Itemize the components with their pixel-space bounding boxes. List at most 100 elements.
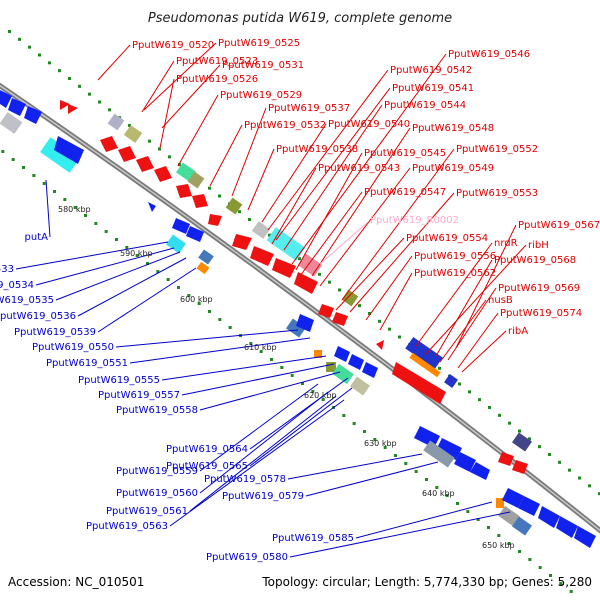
tick-dot bbox=[445, 494, 449, 497]
tick-label: 600 kbp bbox=[180, 295, 213, 304]
reverse-gene-label[interactable]: PputW619_0539 bbox=[14, 327, 96, 338]
reverse-gene-label[interactable]: PputW619_0578 bbox=[204, 474, 286, 485]
reverse-gene-label[interactable]: PputW619_0534 bbox=[0, 280, 34, 291]
tick-dot bbox=[468, 390, 471, 394]
tick-dot bbox=[394, 454, 397, 457]
reverse-gene-label[interactable]: PputW619_0580 bbox=[206, 552, 288, 563]
leader-line bbox=[169, 399, 345, 527]
leader-line bbox=[447, 287, 497, 361]
forward-gene-label[interactable]: PputW619_0520 bbox=[132, 40, 214, 51]
forward-gene-label[interactable]: PputW619_0532 bbox=[244, 120, 326, 131]
rna-gene-label[interactable]: PputW619_R0002 bbox=[370, 215, 459, 226]
leader-line bbox=[439, 299, 487, 363]
forward-gene-label[interactable]: PputW619_0567 bbox=[518, 220, 600, 231]
forward-gene-label[interactable]: PputW619_0529 bbox=[220, 90, 302, 101]
tick-dot bbox=[148, 139, 151, 143]
reverse-gene-label[interactable]: PputW619_0585 bbox=[272, 533, 354, 544]
leader-line bbox=[161, 355, 327, 381]
gene-arrow bbox=[0, 90, 12, 108]
reverse-strand-features bbox=[0, 90, 596, 548]
tick-dot bbox=[135, 254, 139, 257]
forward-gene-label[interactable]: PputW619_0554 bbox=[406, 233, 488, 244]
leader-line bbox=[305, 461, 439, 497]
reverse-gene-label[interactable]: putA bbox=[25, 232, 49, 243]
tick-dot bbox=[342, 414, 346, 417]
reverse-gene-label[interactable]: PputW619_0535 bbox=[0, 295, 54, 306]
reverse-gene-label[interactable]: PputW619_0555 bbox=[78, 375, 160, 386]
reverse-gene-label[interactable]: PputW619_0565 bbox=[166, 461, 248, 472]
gene-arrow bbox=[392, 362, 446, 404]
reverse-gene-label[interactable]: PputW619_0564 bbox=[166, 444, 248, 455]
tick-dot bbox=[32, 174, 36, 177]
reverse-gene-label[interactable]: PputW619_0550 bbox=[32, 342, 114, 353]
forward-gene-label[interactable]: nrdR bbox=[494, 238, 518, 249]
gene-arrow bbox=[8, 98, 26, 116]
forward-gene-label[interactable]: PputW619_0552 bbox=[456, 144, 538, 155]
tick-dot bbox=[301, 382, 304, 385]
gene-arrow bbox=[136, 156, 154, 172]
reverse-gene-label[interactable]: PputW619_0561 bbox=[106, 506, 188, 517]
reverse-gene-label[interactable]: PputW619_0551 bbox=[46, 358, 128, 369]
leader-line bbox=[379, 272, 413, 331]
reverse-gene-label[interactable]: PputW619_0559 bbox=[116, 466, 198, 477]
forward-gene-label[interactable]: PputW619_0538 bbox=[276, 144, 358, 155]
leader-line bbox=[341, 148, 455, 301]
reverse-gene-label[interactable]: PputW619_0558 bbox=[116, 405, 198, 416]
forward-gene-label[interactable]: PputW619_0548 bbox=[412, 123, 494, 134]
gene-arrow bbox=[512, 460, 528, 474]
gene-box bbox=[225, 197, 243, 215]
forward-gene-label[interactable]: PputW619_0545 bbox=[364, 148, 446, 159]
gene-arrow bbox=[208, 214, 222, 226]
forward-gene-label[interactable]: PputW619_0547 bbox=[364, 187, 446, 198]
tick-dot bbox=[488, 406, 491, 409]
gene-arrow bbox=[272, 258, 296, 278]
forward-gene-label[interactable]: PputW619_0569 bbox=[498, 283, 580, 294]
leader-line bbox=[97, 44, 131, 81]
leader-line bbox=[261, 123, 327, 223]
forward-gene-label[interactable]: PputW619_0556 bbox=[414, 251, 496, 262]
forward-gene-label[interactable]: PputW619_0568 bbox=[494, 255, 576, 266]
forward-gene-label[interactable]: PputW619_0525 bbox=[218, 38, 300, 49]
forward-gene-label[interactable]: ribA bbox=[508, 326, 528, 337]
forward-gene-label[interactable]: PputW619_0549 bbox=[412, 163, 494, 174]
reverse-gene-label[interactable]: PputW619_0533 bbox=[0, 264, 14, 275]
gene-arrow bbox=[502, 488, 524, 508]
tick-dot bbox=[311, 390, 315, 393]
gene-arrow bbox=[186, 226, 204, 242]
forward-gene-label[interactable]: PputW619_0540 bbox=[328, 119, 410, 130]
forward-gene-label[interactable]: PputW619_0562 bbox=[414, 268, 496, 279]
gene-box bbox=[350, 376, 370, 396]
tick-dot bbox=[321, 398, 325, 401]
genome-backbone-inner bbox=[0, 84, 600, 532]
forward-gene-label[interactable]: PputW619_0537 bbox=[268, 103, 350, 114]
reverse-gene-label[interactable]: PputW619_0579 bbox=[222, 491, 304, 502]
reverse-gene-label[interactable]: PputW619_0536 bbox=[0, 311, 76, 322]
forward-gene-label[interactable]: PputW619_0553 bbox=[456, 188, 538, 199]
forward-leaders bbox=[97, 42, 527, 373]
reverse-gene-label[interactable]: PputW619_0557 bbox=[98, 390, 180, 401]
tick-dot bbox=[238, 210, 241, 214]
gene-arrow bbox=[538, 506, 560, 528]
forward-gene-label[interactable]: PputW619_0523 bbox=[176, 56, 258, 67]
forward-gene-label[interactable]: nusB bbox=[488, 295, 513, 306]
forward-gene-label[interactable]: PputW619_0543 bbox=[318, 163, 400, 174]
forward-gene-label[interactable]: ribH bbox=[528, 240, 549, 251]
forward-gene-label[interactable]: PputW619_0546 bbox=[448, 49, 530, 60]
forward-gene-label[interactable]: PputW619_0544 bbox=[384, 100, 466, 111]
leader-line bbox=[15, 241, 169, 270]
forward-gene-label[interactable]: PputW619_0531 bbox=[222, 60, 304, 71]
reverse-gene-label[interactable]: PputW619_0560 bbox=[116, 488, 198, 499]
gene-arrow bbox=[318, 304, 334, 318]
leader-line bbox=[319, 167, 411, 287]
forward-gene-label[interactable]: PputW619_0526 bbox=[176, 74, 258, 85]
forward-gene-label[interactable]: PputW619_0541 bbox=[392, 83, 474, 94]
forward-gene-label[interactable]: PputW619_0574 bbox=[500, 308, 582, 319]
forward-gene-label[interactable]: PputW619_0542 bbox=[390, 65, 472, 76]
gene-box bbox=[251, 221, 271, 239]
map-title: Pseudomonas putida W619, complete genome bbox=[148, 11, 452, 26]
tick-dot bbox=[88, 92, 91, 96]
reverse-gene-label[interactable]: PputW619_0563 bbox=[86, 521, 168, 532]
tick-dot bbox=[435, 486, 439, 489]
leader-line bbox=[97, 267, 197, 333]
